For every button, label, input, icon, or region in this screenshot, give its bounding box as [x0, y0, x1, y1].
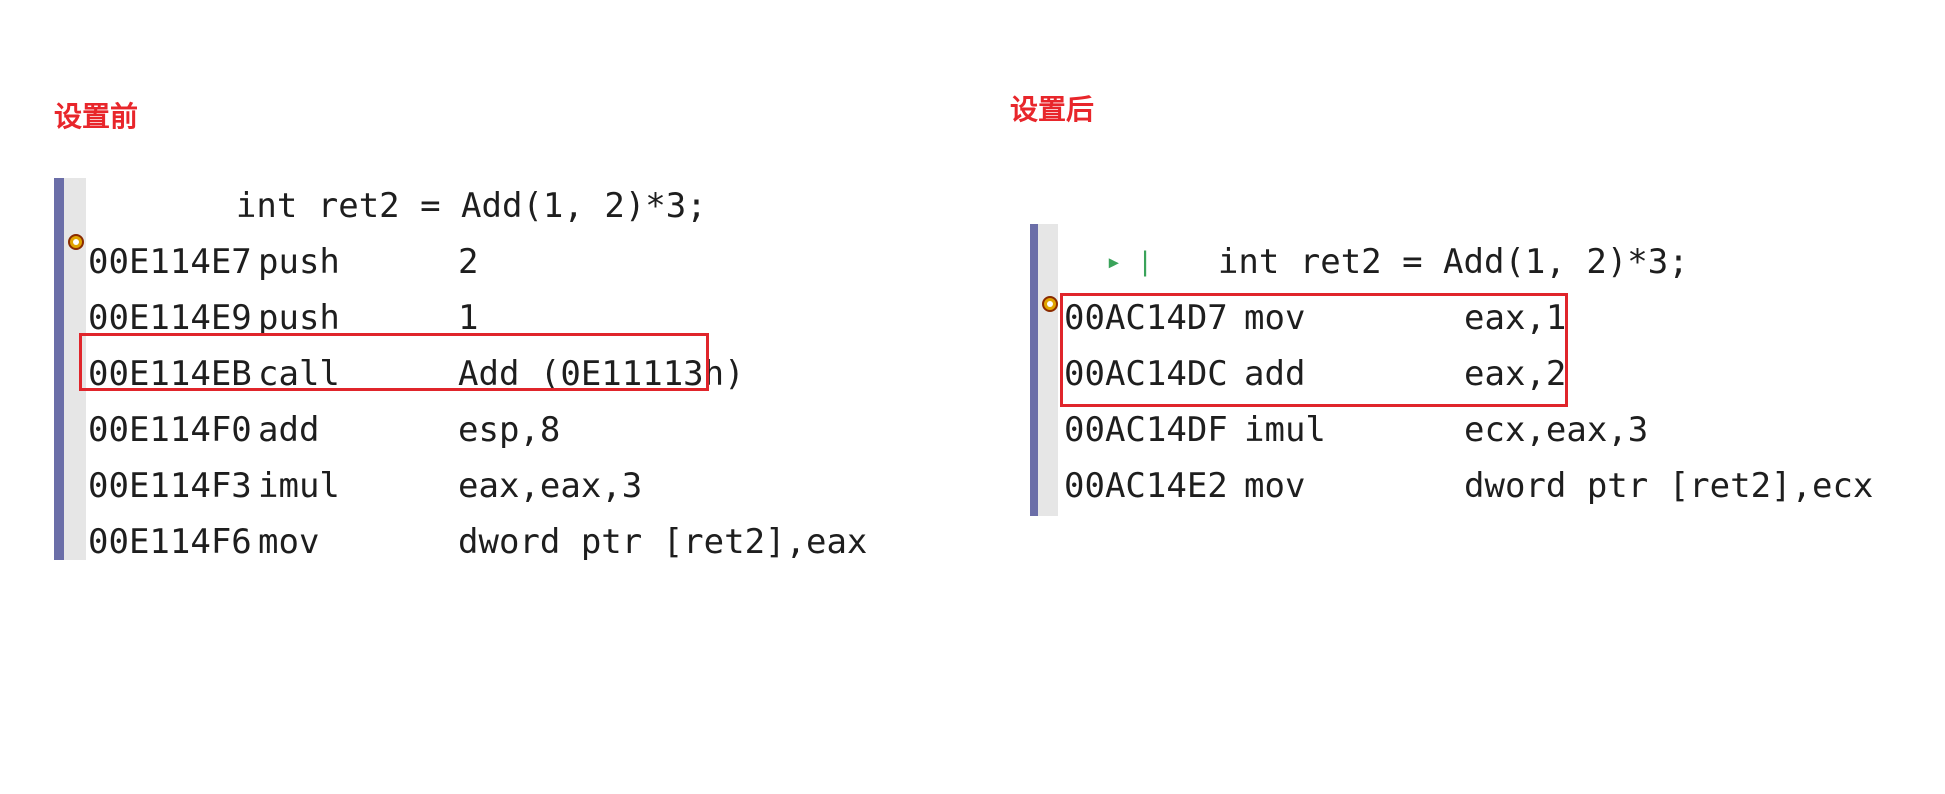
asm-row[interactable]: 00E114E7 push 2 — [88, 234, 478, 290]
breakpoint-arrow-icon[interactable] — [1042, 296, 1058, 312]
opcode: call — [258, 354, 340, 394]
operand: ecx,eax,3 — [1464, 410, 1649, 450]
asm-row[interactable]: 00AC14E2 mov dword ptr [ret2],ecx — [1064, 458, 1873, 514]
opcode: imul — [258, 466, 340, 506]
opcode: mov — [1244, 298, 1306, 338]
asm-row[interactable]: 00E114F3 imul eax,eax,3 — [88, 458, 642, 514]
asm-row[interactable]: 00E114E9 push 1 — [88, 290, 478, 346]
operand: 2 — [458, 242, 479, 282]
opcode: add — [1244, 354, 1306, 394]
address: 00AC14E2 — [1064, 466, 1228, 506]
address: 00E114E9 — [88, 298, 252, 338]
margin-bar-light — [1038, 224, 1058, 516]
opcode: push — [258, 242, 340, 282]
opcode: push — [258, 298, 340, 338]
operand: eax,1 — [1464, 298, 1567, 338]
opcode: mov — [258, 522, 320, 562]
asm-row[interactable]: 00AC14DF imul ecx,eax,3 — [1064, 402, 1648, 458]
highlight-box — [79, 333, 709, 391]
opcode: add — [258, 410, 320, 450]
address: 00AC14DF — [1064, 410, 1228, 450]
operand: dword ptr [ret2],eax — [458, 522, 868, 562]
asm-row[interactable]: 00E114EB call Add (0E11113h) — [88, 346, 745, 402]
operand: dword ptr [ret2],ecx — [1464, 466, 1874, 506]
address: 00E114F0 — [88, 410, 252, 450]
address: 00E114E7 — [88, 242, 252, 282]
operand: eax,eax,3 — [458, 466, 643, 506]
address: 00AC14D7 — [1064, 298, 1228, 338]
margin-bar — [54, 178, 64, 560]
opcode: mov — [1244, 466, 1306, 506]
address: 00E114F3 — [88, 466, 252, 506]
breakpoint-arrow-icon[interactable] — [68, 234, 84, 250]
after-title: 设置后 — [1010, 93, 1095, 126]
operand: Add (0E11113h) — [458, 354, 745, 394]
address: 00E114F6 — [88, 522, 252, 562]
operand: 1 — [458, 298, 479, 338]
operand: eax,2 — [1464, 354, 1567, 394]
address: 00E114EB — [88, 354, 252, 394]
source-line: int ret2 = Add(1, 2)*3; — [235, 186, 707, 226]
asm-row[interactable]: 00AC14DC add eax,2 — [1064, 346, 1566, 402]
margin-bar — [1030, 224, 1038, 516]
address: 00AC14DC — [1064, 354, 1228, 394]
asm-row[interactable]: 00E114F6 mov dword ptr [ret2],eax — [88, 514, 867, 570]
asm-row[interactable]: 00AC14D7 mov eax,1 — [1064, 290, 1566, 346]
disassembly-before: int ret2 = Add(1, 2)*3; 00E114E7 push 2 … — [54, 178, 867, 562]
step-marker-icon: ▸ | — [1106, 247, 1153, 277]
opcode: imul — [1244, 410, 1326, 450]
highlight-box — [1060, 293, 1568, 407]
disassembly-after: ▸ | int ret2 = Add(1, 2)*3; 00AC14D7 mov… — [1030, 224, 1890, 516]
before-title: 设置前 — [54, 100, 139, 133]
source-line: int ret2 = Add(1, 2)*3; — [1217, 242, 1689, 282]
margin-bar-light — [64, 178, 86, 560]
operand: esp,8 — [458, 410, 561, 450]
asm-row[interactable]: 00E114F0 add esp,8 — [88, 402, 560, 458]
